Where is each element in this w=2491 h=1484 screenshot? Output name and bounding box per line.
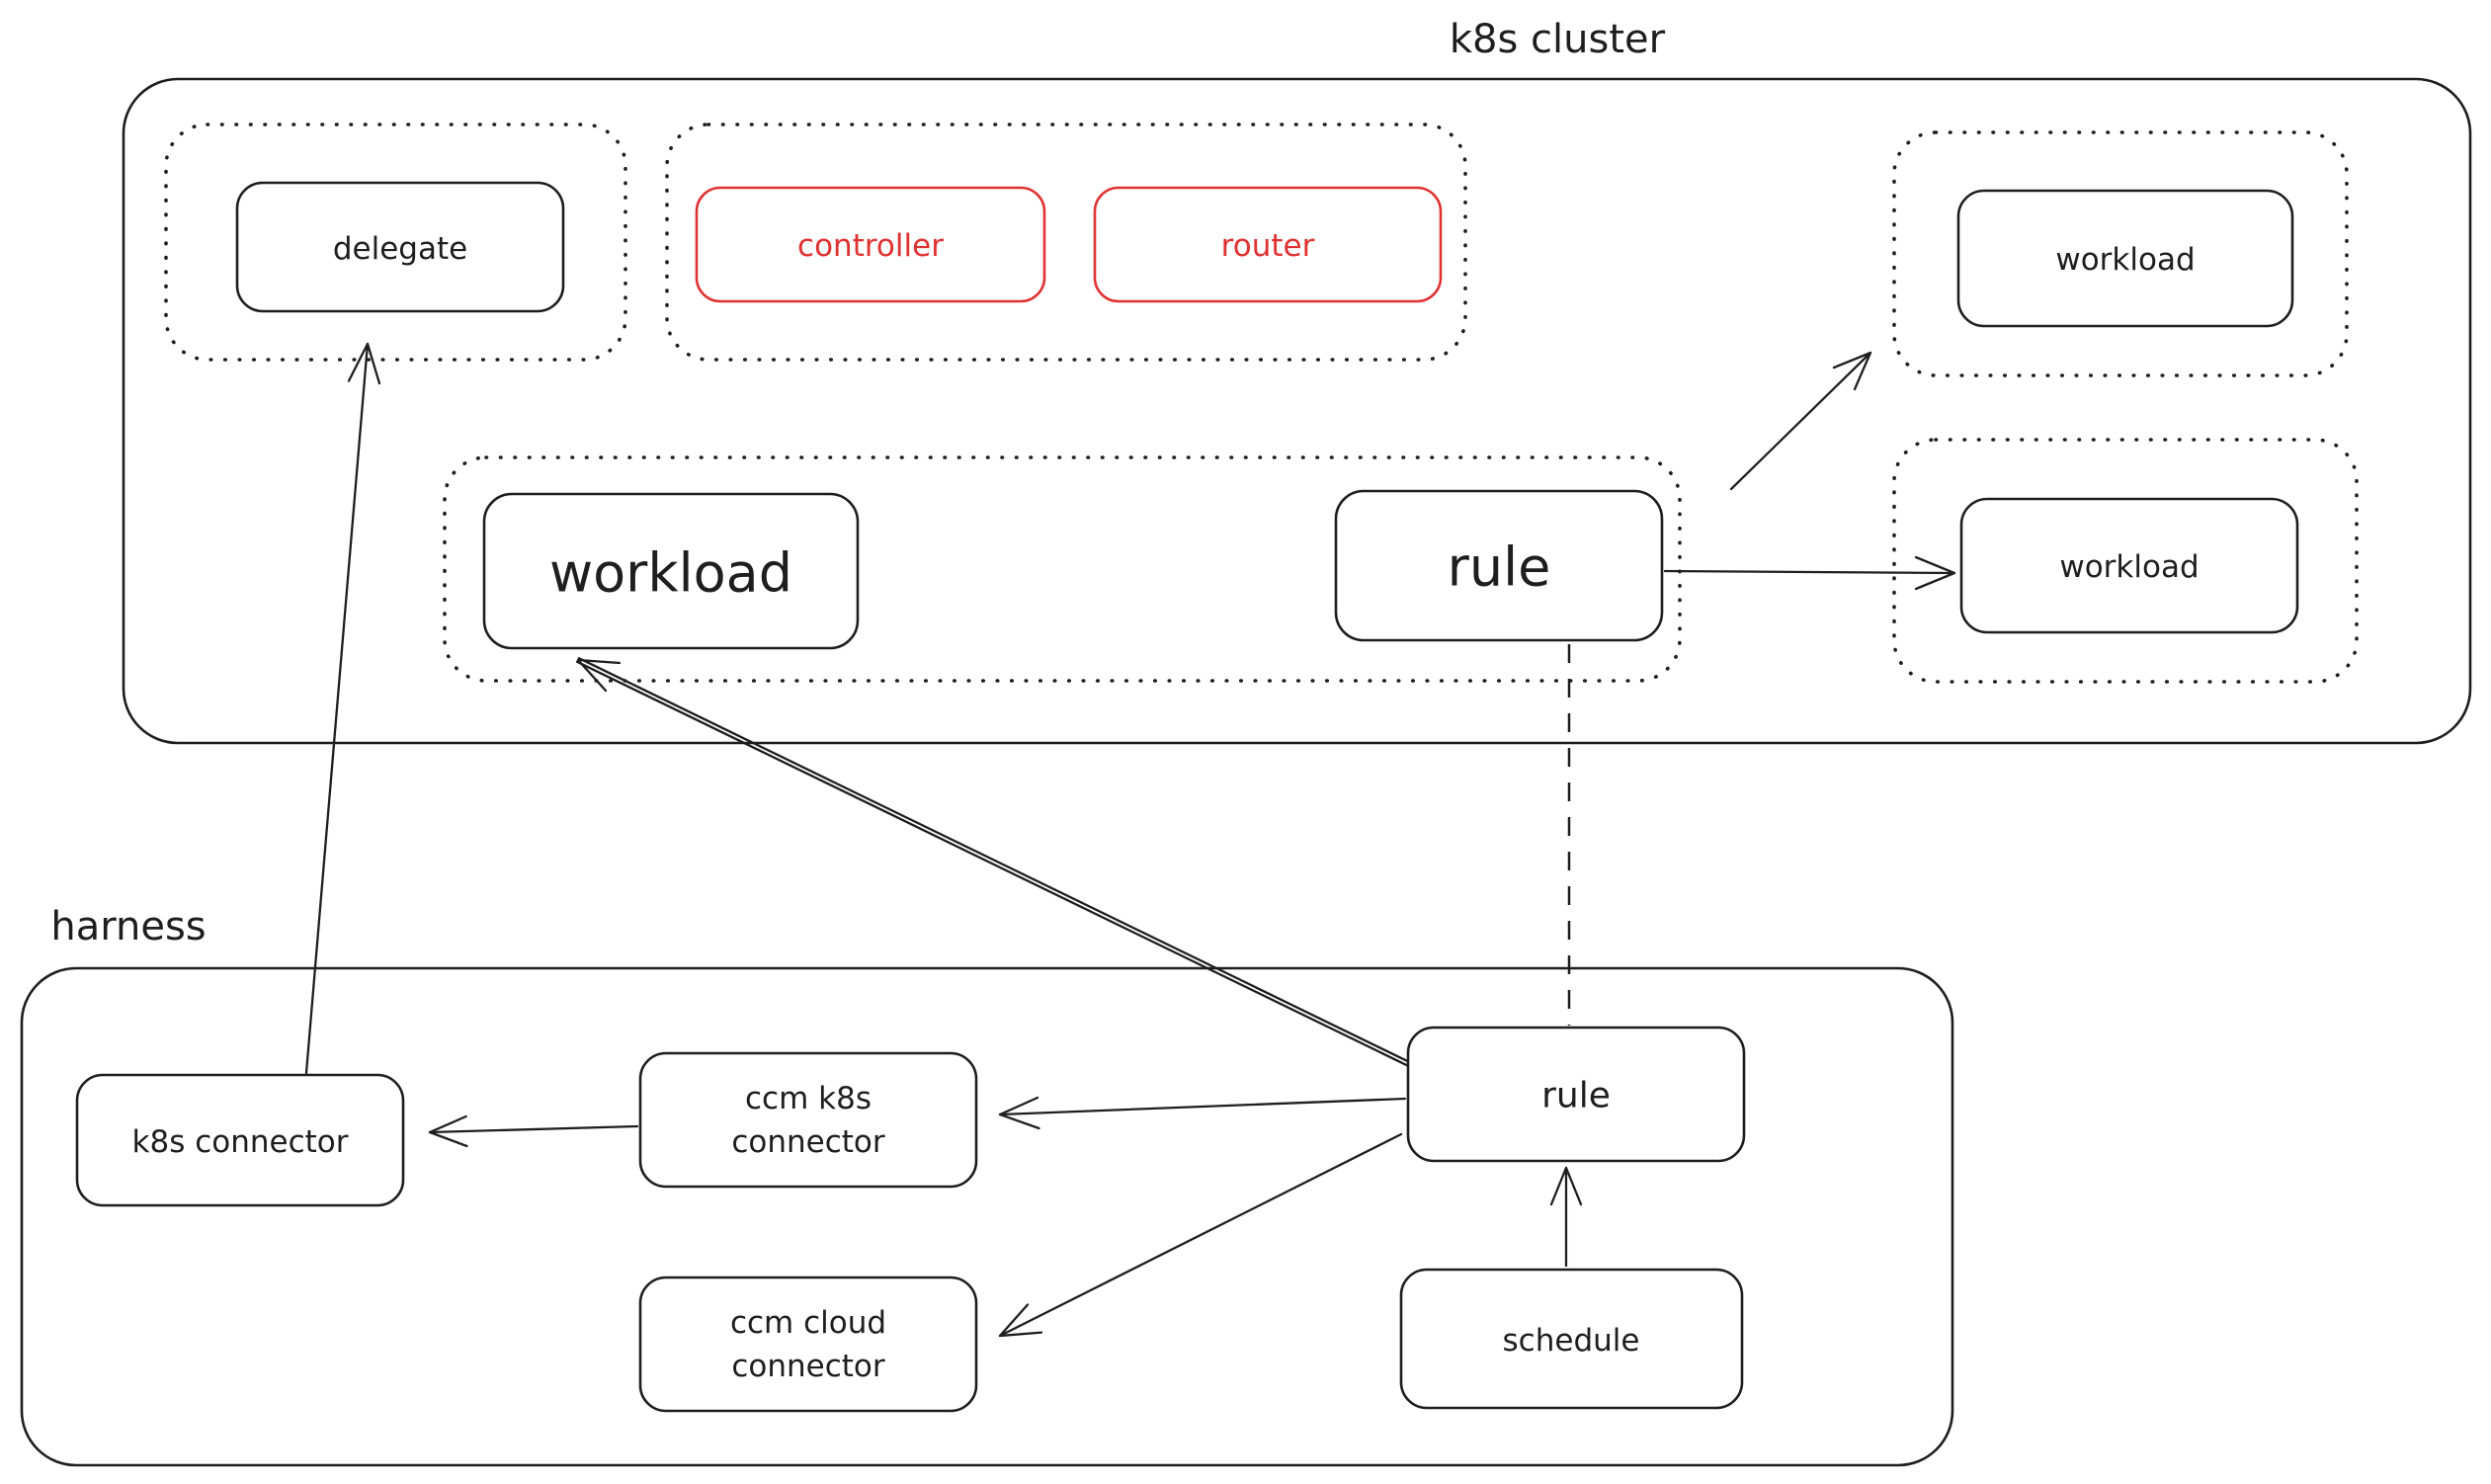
node-box [638,1051,978,1189]
edge-rule-k8s-to-workload-right [1663,555,1956,591]
edge-rule-harness-to-ccm-k8s-connector [998,1096,1407,1130]
edge-rule-harness-to-ccm-cloud-connector [998,1132,1403,1338]
controller-router-dotted-container [665,123,1467,362]
node-label-line2: connector [731,1349,885,1384]
node-workload-main: workload [482,492,860,650]
edge-line [1663,569,1956,575]
edge-ccm-k8s-connector-to-k8s-connector [428,1114,639,1148]
node-ccm-cloud-connector: ccm cloud connector [638,1276,978,1413]
node-ccm-k8s-connector: ccm k8s connector [638,1051,978,1189]
node-label: rule [1541,1076,1611,1116]
node-label: controller [797,228,944,264]
edge-line [1729,351,1872,491]
node-rule-harness: rule [1406,1026,1746,1163]
edge-line [428,1124,639,1134]
workload-top-right-dotted-container [1892,130,2349,377]
arrowhead [428,1114,468,1148]
edge-line [998,1097,1407,1116]
node-label: workload [549,542,792,605]
node-box [1959,497,2299,634]
node-router: router [1093,186,1443,303]
k8s-cluster-title: k8s cluster [1450,17,1666,62]
node-controller: controller [695,186,1046,303]
node-box [482,492,860,650]
arrowhead [1549,1166,1583,1206]
harness-frame [20,966,1954,1467]
node-box [695,186,1046,303]
edge-line [998,1132,1403,1338]
node-box [1956,189,2294,328]
node-k8s-connector: k8s connector [75,1073,405,1207]
edge-rule-harness-to-workload-main [575,657,1414,1068]
harness-title: harness [50,904,206,949]
edge-rule-k8s-to-workload-top-right [1729,351,1872,491]
delegate-group-dotted-container [164,123,627,362]
k8s-cluster-frame [122,77,2472,745]
arrowhead [347,342,381,385]
workload-right-dotted-container [1892,438,2359,684]
node-label-line1: ccm k8s [745,1081,872,1116]
edge-line [577,657,1414,1065]
node-label-line1: ccm cloud [730,1305,886,1341]
workload-rule-dotted-container [443,455,1682,683]
arrowhead [1832,351,1872,391]
node-label: router [1221,228,1315,264]
node-label: workload [2059,549,2199,585]
arrowhead [576,658,622,693]
node-box [1399,1268,1744,1410]
arrowhead [998,1096,1040,1130]
node-label-line2: connector [731,1124,885,1160]
node-label: k8s connector [132,1124,349,1160]
node-label: delegate [333,231,467,267]
node-rule-k8s: rule [1334,489,1664,642]
node-workload-right: workload [1959,497,2299,634]
node-label: workload [2055,242,2195,278]
node-label: schedule [1503,1323,1640,1359]
edge-line [304,342,370,1075]
edge-k8s-connector-to-delegate [304,342,381,1075]
edge-schedule-to-rule-harness [1549,1166,1583,1268]
node-label: rule [1448,536,1551,599]
node-box [1334,489,1664,642]
edge-line [575,660,1412,1068]
node-box [638,1276,978,1413]
node-box [1406,1026,1746,1163]
node-workload-top-right: workload [1956,189,2294,328]
arrowhead [1914,555,1956,591]
node-delegate: delegate [235,181,565,313]
node-box [75,1073,405,1207]
node-box [1093,186,1443,303]
node-schedule: schedule [1399,1268,1744,1410]
arrowhead [998,1303,1043,1338]
node-box [235,181,565,313]
